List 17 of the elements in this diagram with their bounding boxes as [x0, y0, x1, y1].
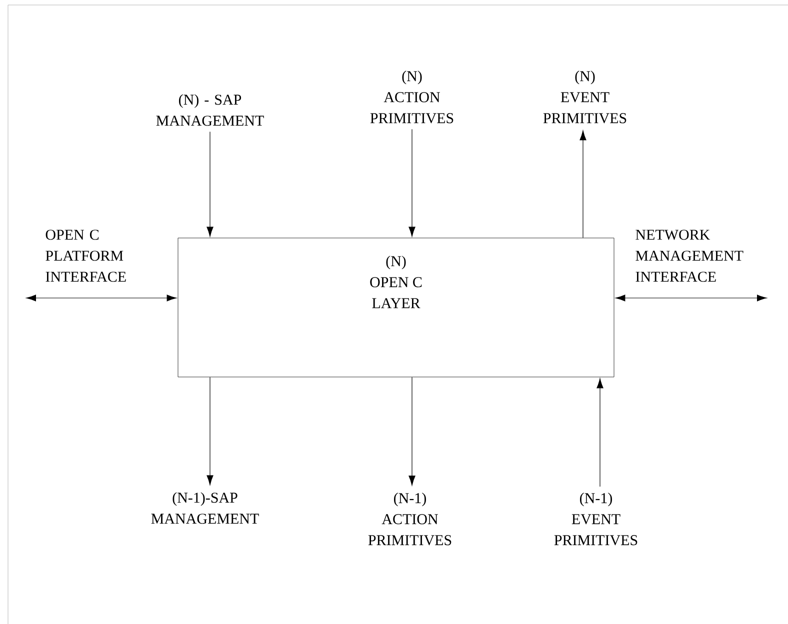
layer-box: (N) OPEN C LAYER — [178, 238, 614, 378]
arrow — [206, 131, 214, 237]
arrow — [580, 130, 586, 238]
arrow — [206, 376, 214, 486]
arrow — [26, 294, 177, 302]
primitive-label: (N) EVENT PRIMITIVES — [543, 70, 626, 124]
interface-label: OPEN C PLATFORM INTERFACE — [46, 230, 126, 282]
primitive-label: (N-1) EVENT PRIMITIVES — [554, 492, 638, 546]
primitive-label: (N-1) ACTION PRIMITIVES — [368, 492, 452, 546]
arrow — [408, 376, 416, 486]
primitive-label: (N) - SAP MANAGEMENT — [156, 94, 264, 126]
arrow — [596, 378, 604, 487]
interface-label: NETWORK MANAGEMENT INTERFACE — [636, 230, 744, 282]
arrow — [615, 294, 767, 302]
primitive-label: (N) ACTION PRIMITIVES — [370, 70, 454, 124]
arrow — [408, 129, 416, 237]
primitive-label: (N-1)-SAP MANAGEMENT — [151, 492, 259, 524]
